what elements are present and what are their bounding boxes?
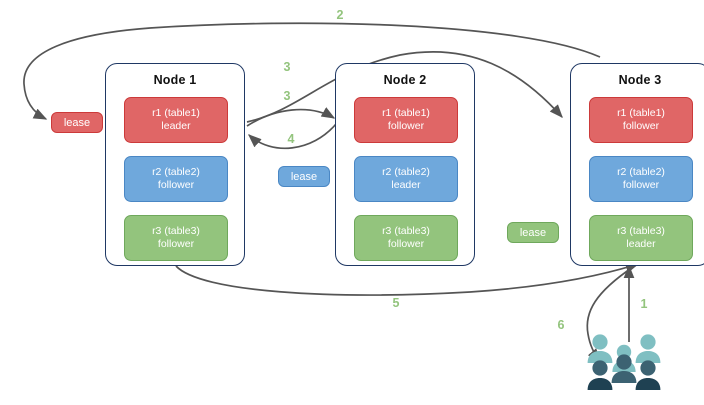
arrow-step-3-lower (246, 107, 336, 127)
arrow-step-5 (175, 262, 640, 296)
step-label-3-upper: 3 (283, 60, 291, 74)
node-box-2[interactable]: Node 2 r1 (table1) follower r2 (table2) … (335, 63, 475, 266)
replica-node2-r3[interactable]: r3 (table3) follower (354, 215, 458, 261)
node-title-2: Node 2 (383, 73, 427, 87)
replica-name: r2 (table2) (152, 166, 200, 178)
node-box-1[interactable]: Node 1 r1 (table1) leader r2 (table2) fo… (105, 63, 245, 266)
lease-badge-blue[interactable]: lease (278, 166, 330, 187)
lease-badge-green[interactable]: lease (507, 222, 559, 243)
replica-role: follower (622, 120, 660, 132)
arrow-step-4 (247, 123, 337, 150)
replica-role: leader (391, 179, 421, 191)
replica-node2-r2[interactable]: r2 (table2) leader (354, 156, 458, 202)
node-title-1: Node 1 (153, 73, 197, 87)
replica-node3-r1[interactable]: r1 (table1) follower (589, 97, 693, 143)
step-label-3-lower: 3 (283, 89, 291, 103)
replica-node1-r2[interactable]: r2 (table2) follower (124, 156, 228, 202)
replica-name: r1 (table1) (617, 107, 665, 119)
replica-role: follower (157, 179, 195, 191)
step-label-1: 1 (640, 297, 648, 311)
replica-node3-r3[interactable]: r3 (table3) leader (589, 215, 693, 261)
replica-node2-r1[interactable]: r1 (table1) follower (354, 97, 458, 143)
node-title-3: Node 3 (618, 73, 662, 87)
step-label-4: 4 (287, 132, 295, 146)
arrow-step-2 (23, 22, 601, 120)
replica-role: leader (626, 238, 656, 250)
arrow-step-3-upper (246, 51, 563, 123)
replica-role: leader (161, 120, 191, 132)
step-label-2: 2 (336, 8, 344, 22)
replica-name: r3 (table3) (617, 225, 665, 237)
replica-role: follower (157, 238, 195, 250)
node-box-3[interactable]: Node 3 r1 (table1) follower r2 (table2) … (570, 63, 704, 266)
lease-badge-red[interactable]: lease (51, 112, 103, 133)
replica-role: follower (387, 238, 425, 250)
replica-name: r1 (table1) (382, 107, 430, 119)
replica-name: r2 (table2) (617, 166, 665, 178)
replica-name: r3 (table3) (152, 225, 200, 237)
step-label-6: 6 (557, 318, 565, 332)
step-label-5: 5 (392, 296, 400, 310)
replica-name: r2 (table2) (382, 166, 430, 178)
replica-role: follower (622, 179, 660, 191)
users-group-icon (587, 334, 661, 390)
replica-node1-r1[interactable]: r1 (table1) leader (124, 97, 228, 143)
replica-name: r1 (table1) (152, 107, 200, 119)
replica-name: r3 (table3) (382, 225, 430, 237)
replica-node3-r2[interactable]: r2 (table2) follower (589, 156, 693, 202)
replica-role: follower (387, 120, 425, 132)
replica-node1-r3[interactable]: r3 (table3) follower (124, 215, 228, 261)
